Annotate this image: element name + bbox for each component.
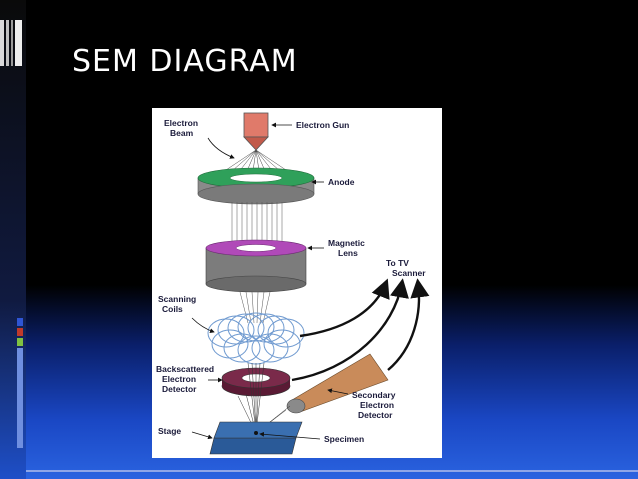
specimen-dot xyxy=(254,431,258,435)
label-scanning-coils-2: Coils xyxy=(162,304,183,314)
sem-diagram: Electron Beam Electron Gun Anode Magneti… xyxy=(156,112,430,455)
rail-accent-blue xyxy=(17,318,23,326)
label-stage: Stage xyxy=(158,426,181,436)
coil-signal-arrow xyxy=(299,278,390,338)
scanning-coils xyxy=(207,312,305,365)
rail-accent-red xyxy=(17,328,23,336)
electron-gun-body xyxy=(243,112,269,138)
electron-gun-tip xyxy=(243,136,269,151)
label-electron-gun: Electron Gun xyxy=(296,120,349,130)
label-electron-beam-1: Electron xyxy=(164,118,198,128)
label-secondary-detector-2: Electron xyxy=(360,400,394,410)
label-pointers xyxy=(191,122,349,440)
anode-bottom xyxy=(197,183,315,205)
magnetic-lens-bottom xyxy=(205,275,307,293)
slide-title: SEM DIAGRAM xyxy=(72,44,298,79)
electron-gun xyxy=(243,112,269,151)
anode xyxy=(197,167,315,205)
secondary-detector xyxy=(286,353,389,414)
label-electron-beam-2: Beam xyxy=(170,128,194,138)
magnetic-lens-hole xyxy=(235,244,277,252)
anode-hole xyxy=(229,173,283,183)
signal-arrows xyxy=(291,278,430,382)
label-backscattered-detector-1: Backscattered xyxy=(156,364,214,374)
label-to-tv-scanner-2: Scanner xyxy=(392,268,426,278)
sem-diagram-panel: Electron Beam Electron Gun Anode Magneti… xyxy=(152,108,442,458)
label-secondary-detector-3: Detector xyxy=(358,410,393,420)
stage xyxy=(209,421,303,455)
label-backscattered-detector-3: Detector xyxy=(162,384,197,394)
label-scanning-coils-1: Scanning xyxy=(158,294,196,304)
label-specimen: Specimen xyxy=(324,434,364,444)
rail-accent-green xyxy=(17,338,23,346)
secondary-detector-mesh xyxy=(286,398,306,414)
rail-stripe xyxy=(6,20,9,66)
rail-stripe xyxy=(15,20,22,66)
label-backscattered-detector-2: Electron xyxy=(162,374,196,384)
rail-stripe xyxy=(0,20,4,66)
stage-front xyxy=(209,437,297,455)
stage-top xyxy=(213,421,303,439)
rail-stripe xyxy=(11,20,13,66)
magnetic-lens xyxy=(205,239,307,293)
label-to-tv-scanner-1: To TV xyxy=(386,258,409,268)
label-anode: Anode xyxy=(328,177,355,187)
bse-signal-arrow xyxy=(291,278,409,382)
label-secondary-detector-1: Secondary xyxy=(352,390,396,400)
rail-accent-light-blue xyxy=(17,348,23,448)
label-magnetic-lens-1: Magnetic xyxy=(328,238,365,248)
footer-divider xyxy=(26,470,638,472)
secondary-signal-arrow xyxy=(387,278,430,371)
left-decor-rail xyxy=(0,0,26,479)
label-magnetic-lens-2: Lens xyxy=(338,248,358,258)
